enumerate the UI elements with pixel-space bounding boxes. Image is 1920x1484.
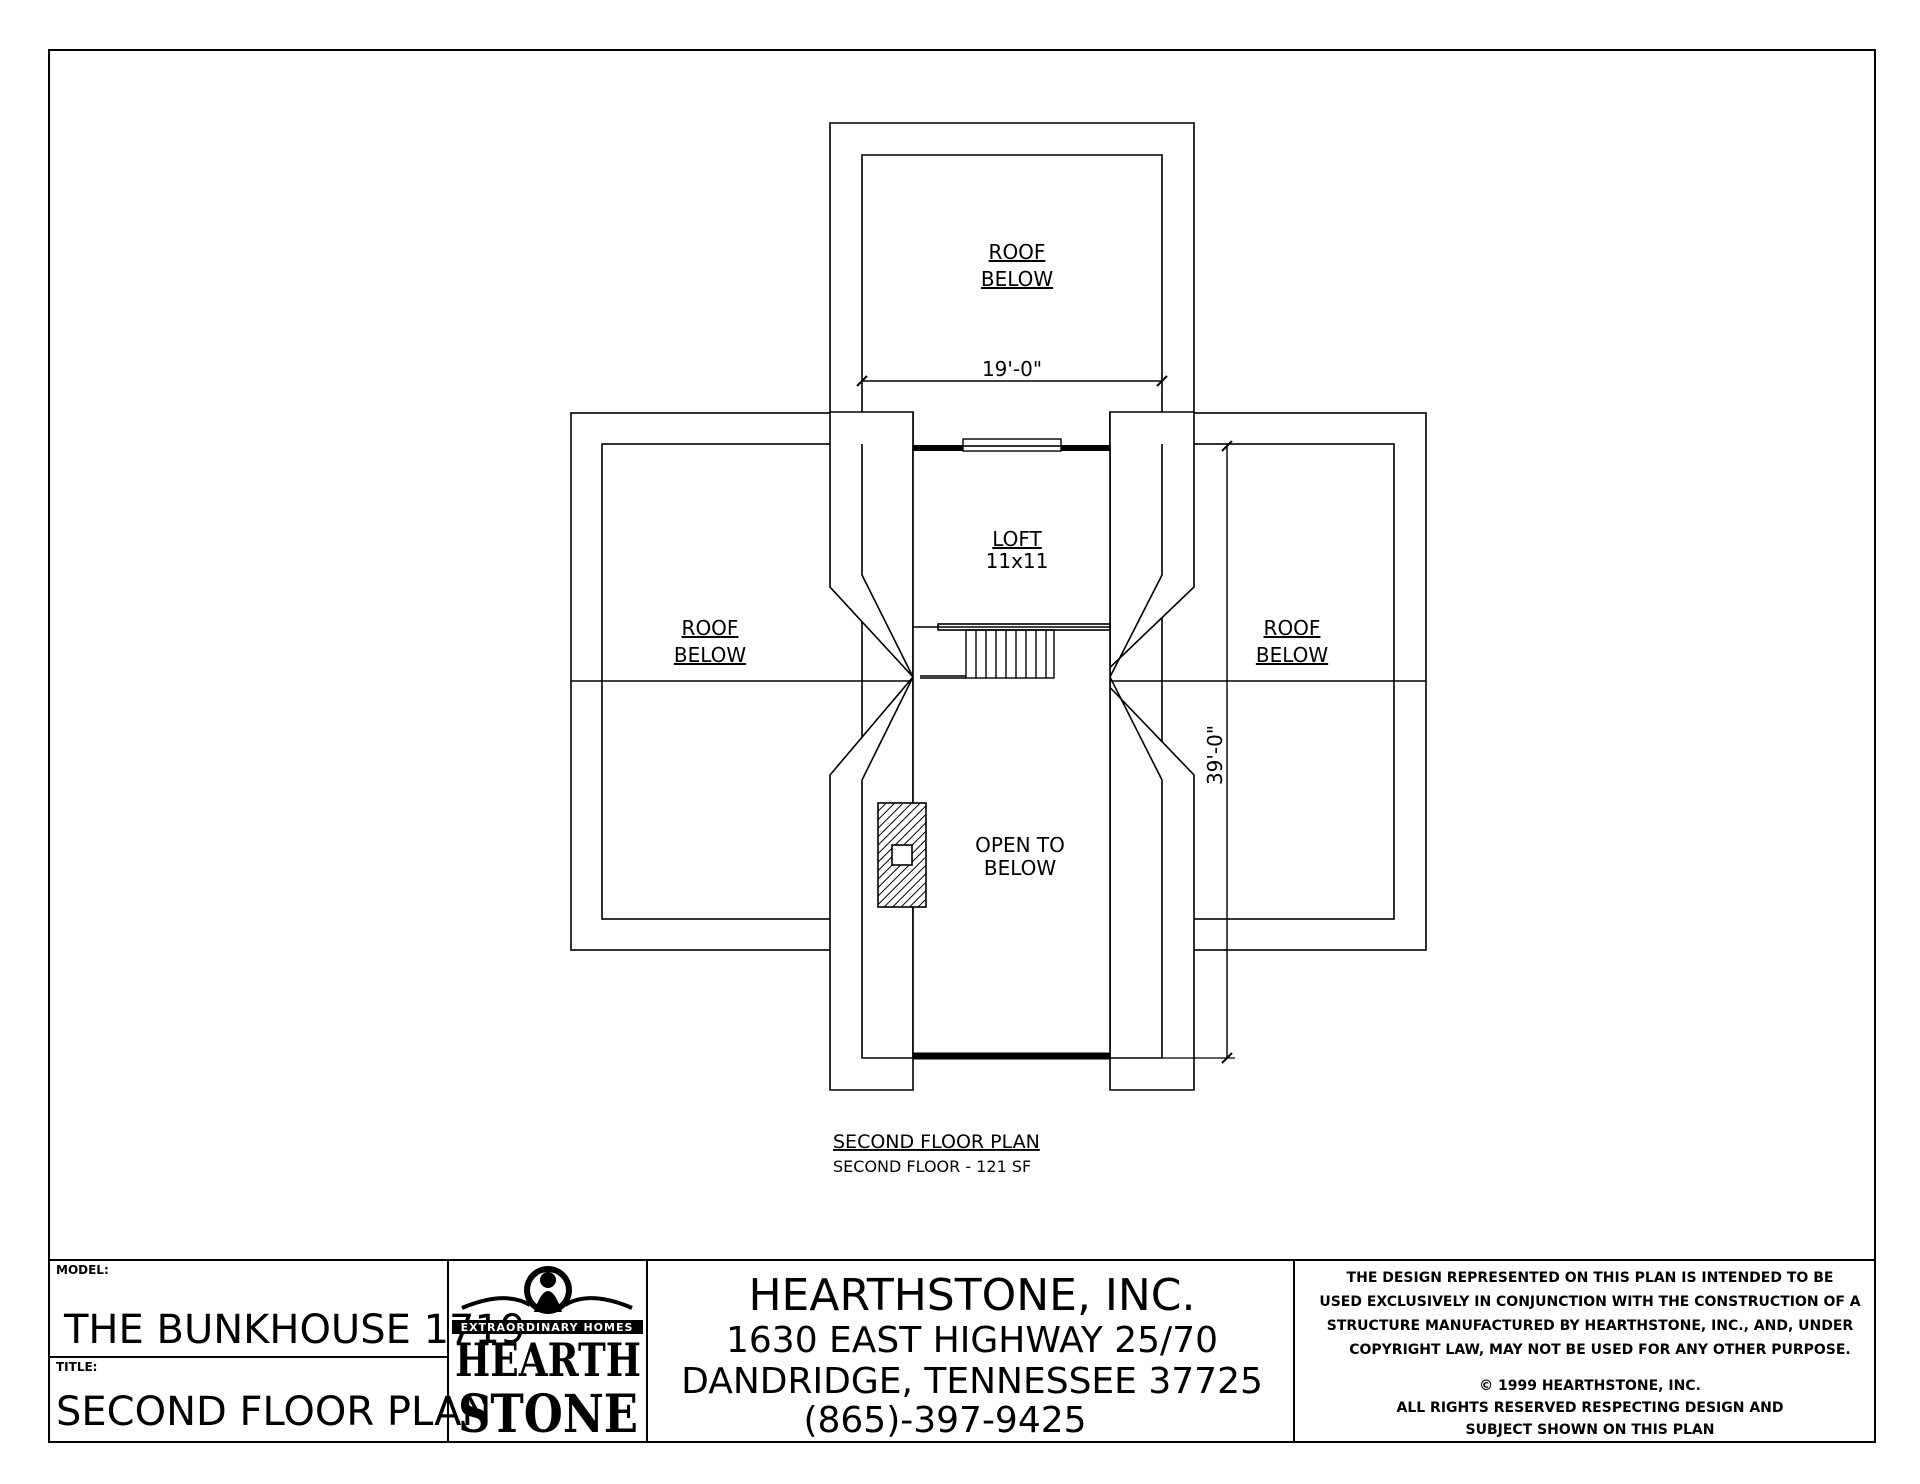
logo-tagline: EXTRAORDINARY HOMES (461, 1321, 634, 1334)
roof-top-label-1: ROOF (989, 240, 1046, 264)
copyright-line-1: © 1999 HEARTHSTONE, INC. (1479, 1378, 1701, 1394)
roof-top-label-2: BELOW (981, 267, 1054, 291)
roof-right-label-2: BELOW (1256, 643, 1329, 667)
central-room (912, 445, 1111, 1059)
roof-right-label-1: ROOF (1264, 616, 1321, 640)
disclaimer-line-1: THE DESIGN REPRESENTED ON THIS PLAN IS I… (1347, 1270, 1834, 1286)
disclaimer-line-4: COPYRIGHT LAW, MAY NOT BE USED FOR ANY O… (1349, 1342, 1851, 1358)
loft-label: LOFT (992, 527, 1042, 551)
flue (891, 844, 913, 866)
loft-size: 11x11 (986, 549, 1049, 573)
stair (920, 629, 1055, 679)
logo-word-2: STONE (458, 1384, 638, 1445)
roof-left-label-1: ROOF (682, 616, 739, 640)
plan-caption-sub: SECOND FLOOR - 121 SF (833, 1157, 1031, 1176)
right-hip-inner (1109, 444, 1163, 1059)
copyright-line-3: SUBJECT SHOWN ON THIS PLAN (1466, 1422, 1715, 1438)
left-hip-inner (861, 444, 914, 1059)
company-address-1: 1630 EAST HIGHWAY 25/70 (726, 1320, 1218, 1361)
sheet-border (48, 49, 1876, 1443)
logo-word-1: HEARTH (455, 1333, 641, 1387)
open-label-1: OPEN TO (975, 833, 1065, 857)
plan-caption-title: SECOND FLOOR PLAN (833, 1131, 1040, 1153)
dimension-width: 19'-0" (982, 357, 1042, 381)
hearthstone-logo: EXTRAORDINARY HOMES HEARTH STONE (452, 1266, 643, 1445)
roof-left-label-2: BELOW (674, 643, 747, 667)
model-label: MODEL: (56, 1263, 109, 1277)
company-phone: (865)-397-9425 (803, 1400, 1086, 1441)
open-label-2: BELOW (984, 856, 1057, 880)
title-block (49, 1259, 1875, 1442)
title-label: TITLE: (56, 1360, 97, 1374)
model-value: THE BUNKHOUSE 1719 (63, 1307, 525, 1353)
dimension-length: 39'-0" (1203, 725, 1227, 785)
company-name: HEARTHSTONE, INC. (748, 1270, 1195, 1321)
copyright-line-2: ALL RIGHTS RESERVED RESPECTING DESIGN AN… (1396, 1400, 1783, 1416)
top-wing-outer (829, 122, 1195, 412)
disclaimer-line-3: STRUCTURE MANUFACTURED BY HEARTHSTONE, I… (1327, 1318, 1854, 1334)
left-hip-outer (829, 411, 915, 1091)
floor-plan-drawing (570, 122, 1427, 1091)
title-value: SECOND FLOOR PLAN (56, 1389, 491, 1435)
window (962, 438, 1062, 452)
top-wing-inner (861, 154, 1163, 412)
disclaimer-line-2: USED EXCLUSIVELY IN CONJUNCTION WITH THE… (1319, 1294, 1860, 1310)
company-address-2: DANDRIDGE, TENNESSEE 37725 (681, 1361, 1263, 1402)
